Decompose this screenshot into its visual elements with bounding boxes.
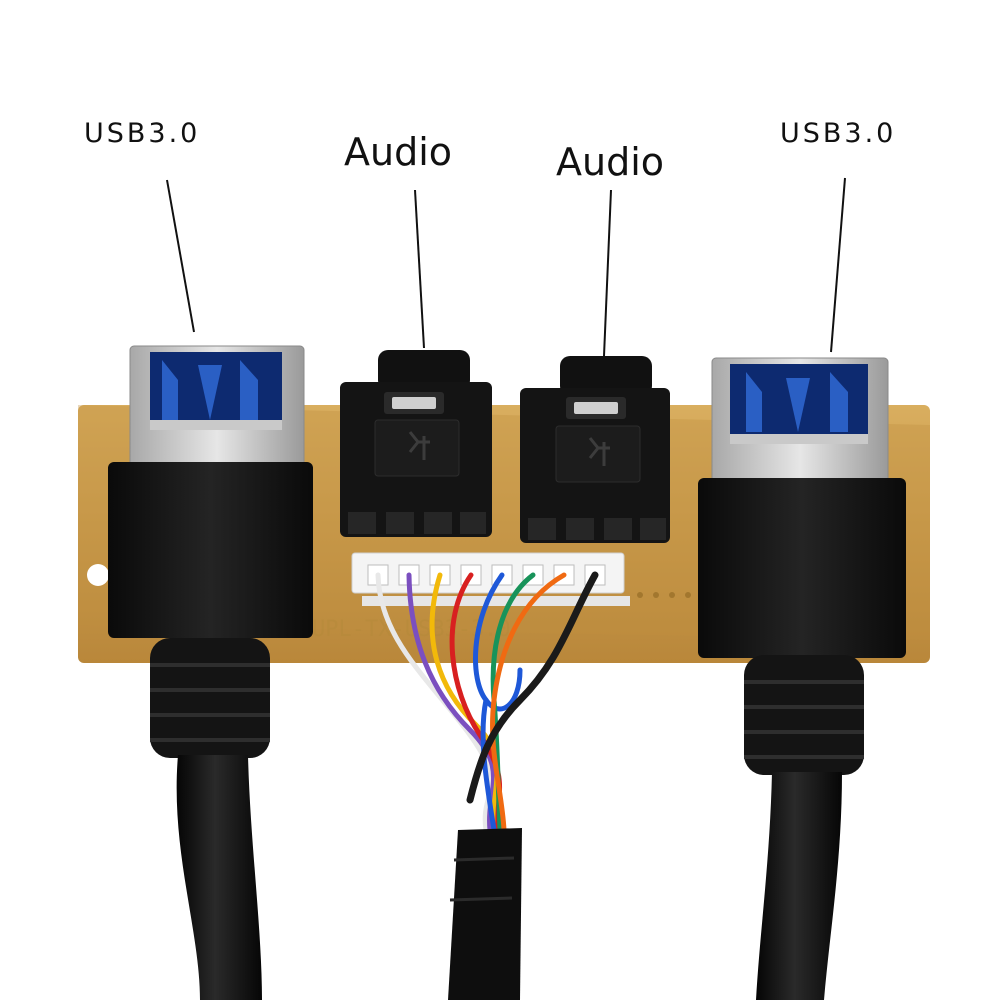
audio-label-1: Audio xyxy=(344,130,453,174)
leader-lines xyxy=(166,177,846,357)
audio-wires xyxy=(375,571,599,833)
usb3-port-left xyxy=(129,345,305,471)
usb3-label-left: USB3.0 xyxy=(84,118,201,149)
audio-label-2: Audio xyxy=(556,140,665,184)
wire-sleeve xyxy=(448,828,522,1000)
usb-cable-boot-left xyxy=(108,462,313,1000)
usb-cable-boot-right xyxy=(698,478,906,1000)
audio-jack-1 xyxy=(340,350,492,537)
audio-jack-2 xyxy=(520,356,670,543)
usb3-port-right xyxy=(711,357,889,489)
usb3-label-right: USB3.0 xyxy=(780,118,897,149)
